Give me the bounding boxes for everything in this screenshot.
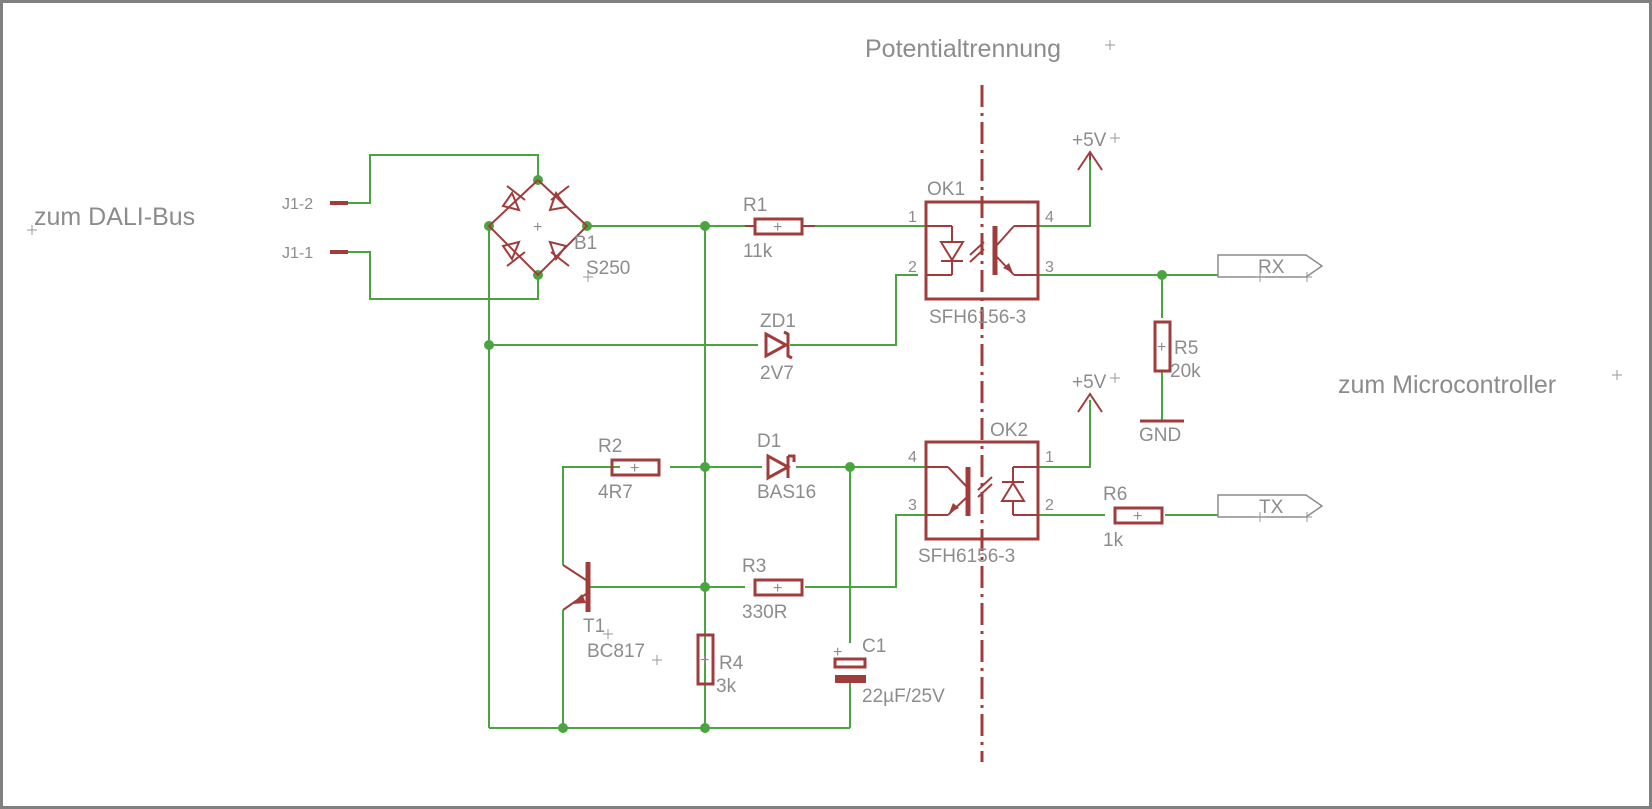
svg-text:R1: R1: [743, 195, 767, 216]
bridge-rectifier-b1: + B1 S250: [487, 179, 630, 279]
svg-text:T1: T1: [583, 616, 605, 637]
svg-text:B1: B1: [574, 233, 597, 254]
svg-text:BAS16: BAS16: [757, 482, 816, 503]
optocoupler-ok2: 4 3 1 2 OK2 SFH6156-3: [908, 420, 1054, 567]
svg-text:330R: 330R: [742, 602, 787, 623]
svg-text:ZD1: ZD1: [760, 311, 796, 332]
svg-text:+5V: +5V: [1072, 130, 1107, 151]
svg-text:2V7: 2V7: [760, 363, 794, 384]
svg-text:J1-1: J1-1: [282, 245, 313, 262]
svg-text:+: +: [630, 460, 639, 477]
optocoupler-ok1: 1 2 4 3 OK1 SFH6156-3: [908, 179, 1054, 328]
isolation-title: Potentialtrennung: [865, 35, 1061, 63]
svg-text:GND: GND: [1139, 425, 1181, 446]
svg-text:+: +: [773, 219, 782, 236]
svg-text:OK1: OK1: [927, 179, 965, 200]
svg-text:+: +: [833, 644, 842, 661]
svg-text:R3: R3: [742, 556, 766, 577]
svg-text:+: +: [533, 219, 542, 236]
svg-text:20k: 20k: [1170, 361, 1201, 382]
svg-text:SFH6156-3: SFH6156-3: [918, 546, 1015, 567]
svg-text:RX: RX: [1258, 257, 1285, 278]
svg-text:+: +: [1157, 339, 1166, 356]
svg-text:2: 2: [1045, 497, 1054, 514]
svg-text:4: 4: [908, 449, 917, 466]
svg-text:C1: C1: [862, 636, 886, 657]
svg-text:+: +: [773, 580, 782, 597]
resistor-r1: + R1 11k: [743, 195, 815, 262]
resistor-r4: + R4 3k: [696, 633, 744, 697]
svg-text:S250: S250: [586, 258, 630, 279]
connector-j1-1: J1-1: [282, 245, 348, 262]
zener-diode-zd1: ZD1 2V7: [760, 311, 796, 384]
svg-text:11k: 11k: [743, 241, 773, 262]
svg-text:1: 1: [908, 209, 917, 226]
svg-text:3k: 3k: [716, 676, 737, 697]
svg-text:SFH6156-3: SFH6156-3: [929, 307, 1026, 328]
svg-text:22µF/25V: 22µF/25V: [862, 686, 945, 707]
svg-text:+: +: [700, 652, 709, 669]
svg-text:+5V: +5V: [1072, 372, 1107, 393]
svg-text:D1: D1: [757, 431, 781, 452]
diode-d1: D1 BAS16: [757, 431, 816, 503]
supply-5v-top: +5V: [1072, 130, 1107, 171]
transistor-t1: T1 BC817: [562, 562, 645, 662]
svg-text:R4: R4: [719, 653, 744, 674]
resistor-r5: + R5 20k: [1153, 320, 1201, 382]
svg-text:OK2: OK2: [990, 420, 1028, 441]
resistor-r3: + R3 330R: [742, 556, 804, 623]
ground-symbol: GND: [1139, 419, 1184, 446]
resistor-r6: + R6 1k: [1103, 484, 1164, 551]
resistor-r2: + R2 4R7: [598, 436, 661, 503]
svg-text:1k: 1k: [1103, 530, 1124, 551]
wires: [348, 154, 1218, 729]
svg-text:1: 1: [1045, 449, 1054, 466]
port-rx: RX: [1217, 254, 1324, 278]
supply-5v-bottom: +5V: [1072, 372, 1107, 413]
svg-text:BC817: BC817: [587, 641, 645, 662]
dali-bus-label: zum DALI-Bus: [34, 203, 195, 231]
svg-text:J1-2: J1-2: [282, 196, 313, 213]
svg-text:R5: R5: [1174, 338, 1198, 359]
svg-text:3: 3: [908, 497, 917, 514]
origin-markers: [27, 40, 1622, 665]
microcontroller-label: zum Microcontroller: [1338, 371, 1556, 399]
svg-text:+: +: [1133, 508, 1142, 525]
svg-text:3: 3: [1045, 259, 1054, 276]
svg-text:4R7: 4R7: [598, 482, 633, 503]
svg-text:2: 2: [908, 259, 917, 276]
svg-text:R6: R6: [1103, 484, 1127, 505]
port-tx: TX: [1217, 494, 1324, 518]
svg-text:4: 4: [1045, 209, 1054, 226]
capacitor-c1: + C1 22µF/25V: [833, 636, 945, 707]
connector-j1-2: J1-2: [282, 196, 348, 213]
svg-text:TX: TX: [1259, 497, 1284, 518]
svg-text:R2: R2: [598, 436, 622, 457]
